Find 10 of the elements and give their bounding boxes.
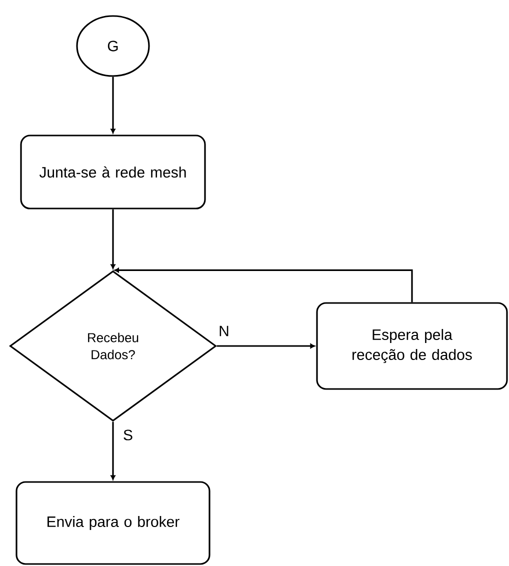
process-box: Espera pela receção de dados bbox=[316, 302, 508, 390]
arrow bbox=[110, 76, 116, 134]
arrow bbox=[216, 344, 315, 348]
arrow bbox=[110, 209, 116, 269]
edge-label: N bbox=[218, 324, 230, 338]
process-box: Envia para o broker bbox=[16, 481, 210, 565]
arrow bbox=[114, 268, 413, 302]
arrow bbox=[110, 422, 116, 480]
process-box: Junta-se à rede mesh bbox=[20, 134, 206, 210]
edge-label: S bbox=[122, 428, 134, 442]
